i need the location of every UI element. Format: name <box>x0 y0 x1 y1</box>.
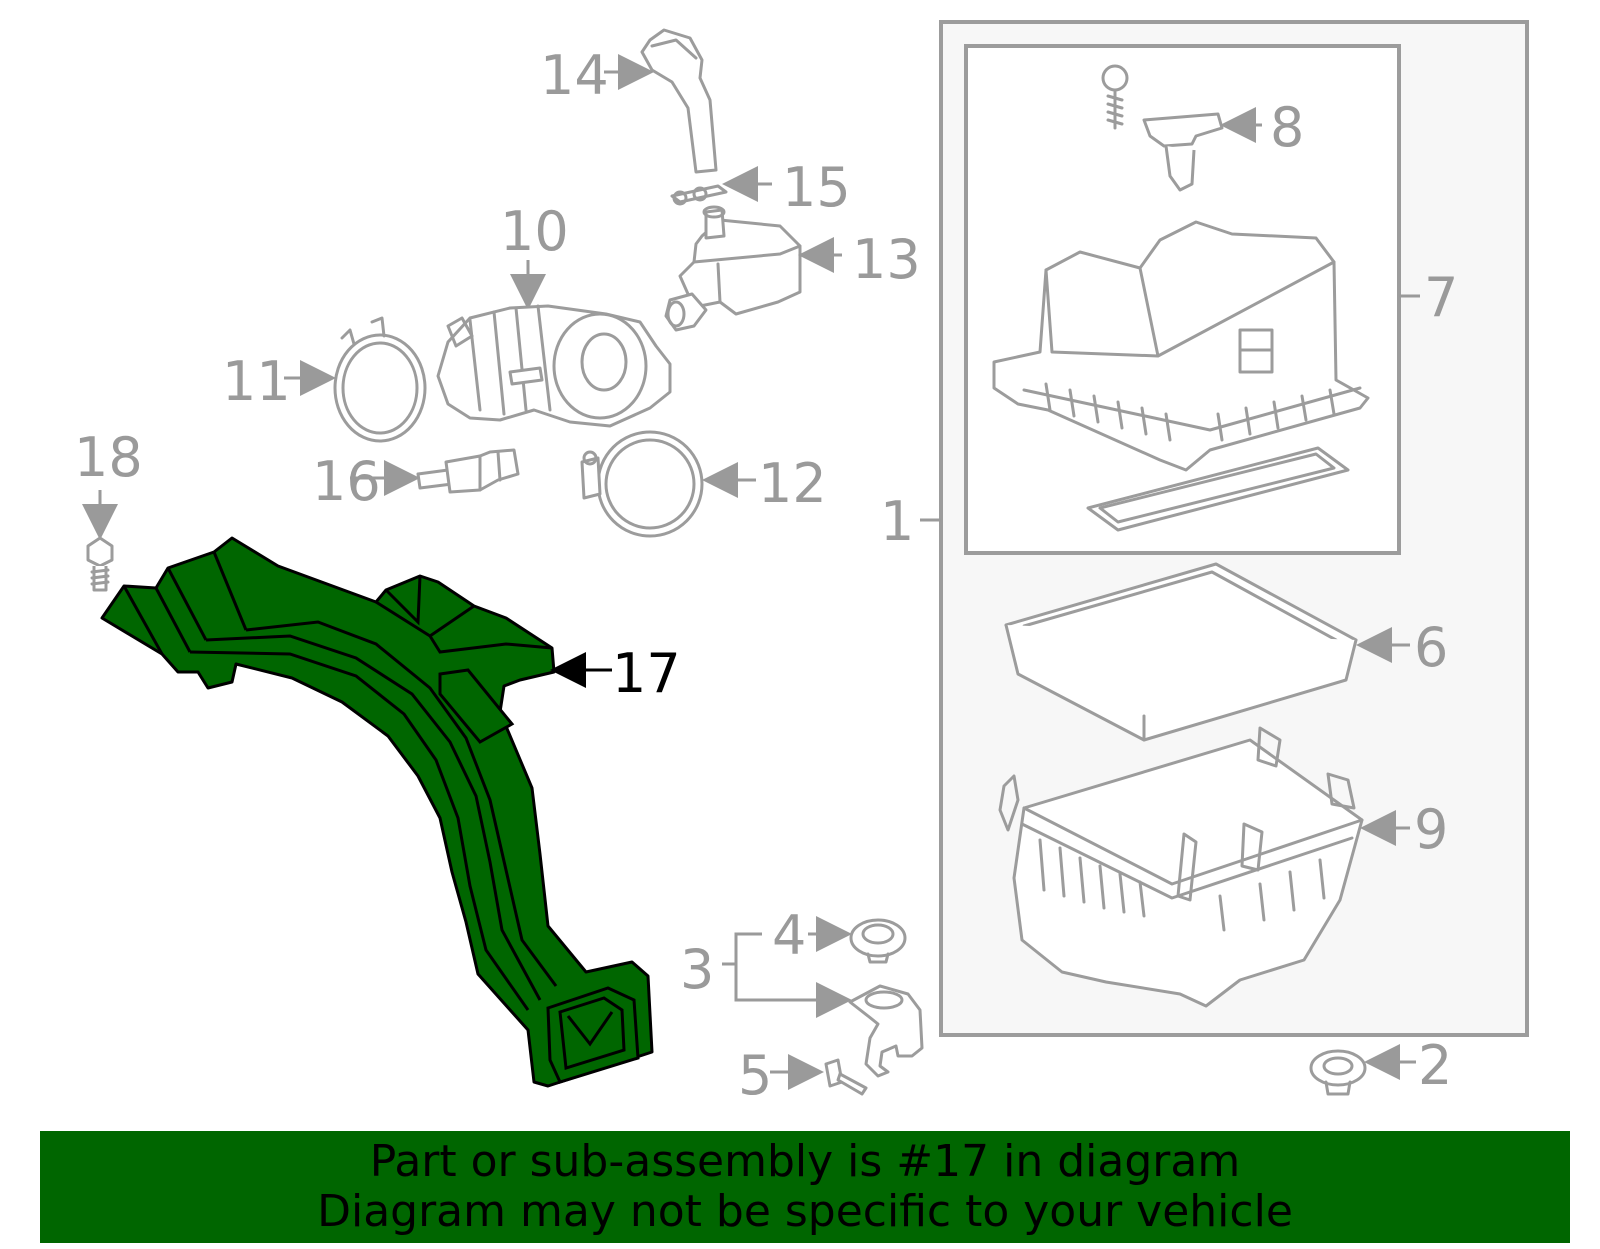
callout-13: 13 <box>852 228 921 291</box>
gasket <box>1086 446 1350 532</box>
part-18-bolt <box>82 490 118 592</box>
callout-16: 16 <box>312 450 381 513</box>
callout-1: 1 <box>880 490 914 553</box>
part-9-lower-case <box>998 726 1410 1008</box>
callout-18: 18 <box>74 426 143 489</box>
callout-3: 3 <box>680 938 714 1001</box>
callout-8: 8 <box>1270 96 1304 159</box>
banner-line-1: Part or sub-assembly is #17 in diagram <box>369 1136 1241 1187</box>
part-7-upper-case <box>992 220 1370 472</box>
part-11-clamp <box>284 316 427 443</box>
part-15-clip <box>670 166 772 206</box>
callout-7: 7 <box>1424 266 1458 329</box>
callout-10: 10 <box>500 200 569 263</box>
part-16-sensor <box>350 448 520 496</box>
part-6-filter <box>1004 562 1410 742</box>
callout-2: 2 <box>1418 1034 1452 1097</box>
callout-11: 11 <box>222 350 291 413</box>
part-13-resonator <box>664 205 842 332</box>
part-12-clamp <box>580 430 756 538</box>
callout-17: 17 <box>612 642 681 705</box>
callout-4: 4 <box>772 904 806 967</box>
part-10-intake-hose <box>436 260 672 428</box>
callout-9: 9 <box>1414 798 1448 861</box>
part-2-grommet <box>1309 1044 1416 1096</box>
part-14-hose <box>604 28 718 174</box>
callout-12: 12 <box>758 452 827 515</box>
callout-14: 14 <box>540 44 609 107</box>
callout-15: 15 <box>782 156 851 219</box>
part-8-sensor <box>1101 64 1262 192</box>
part-17-air-inlet-duct <box>100 536 654 1088</box>
callout-5: 5 <box>738 1044 772 1107</box>
part-3-bracket-group <box>722 916 924 1096</box>
callout-6: 6 <box>1414 616 1448 679</box>
info-banner: Part or sub-assembly is #17 in diagram D… <box>40 1131 1570 1243</box>
callout-labels: 1 2 3 4 5 6 7 8 9 10 11 12 13 14 15 16 1… <box>74 44 1458 1107</box>
banner-line-2: Diagram may not be specific to your vehi… <box>317 1186 1293 1237</box>
